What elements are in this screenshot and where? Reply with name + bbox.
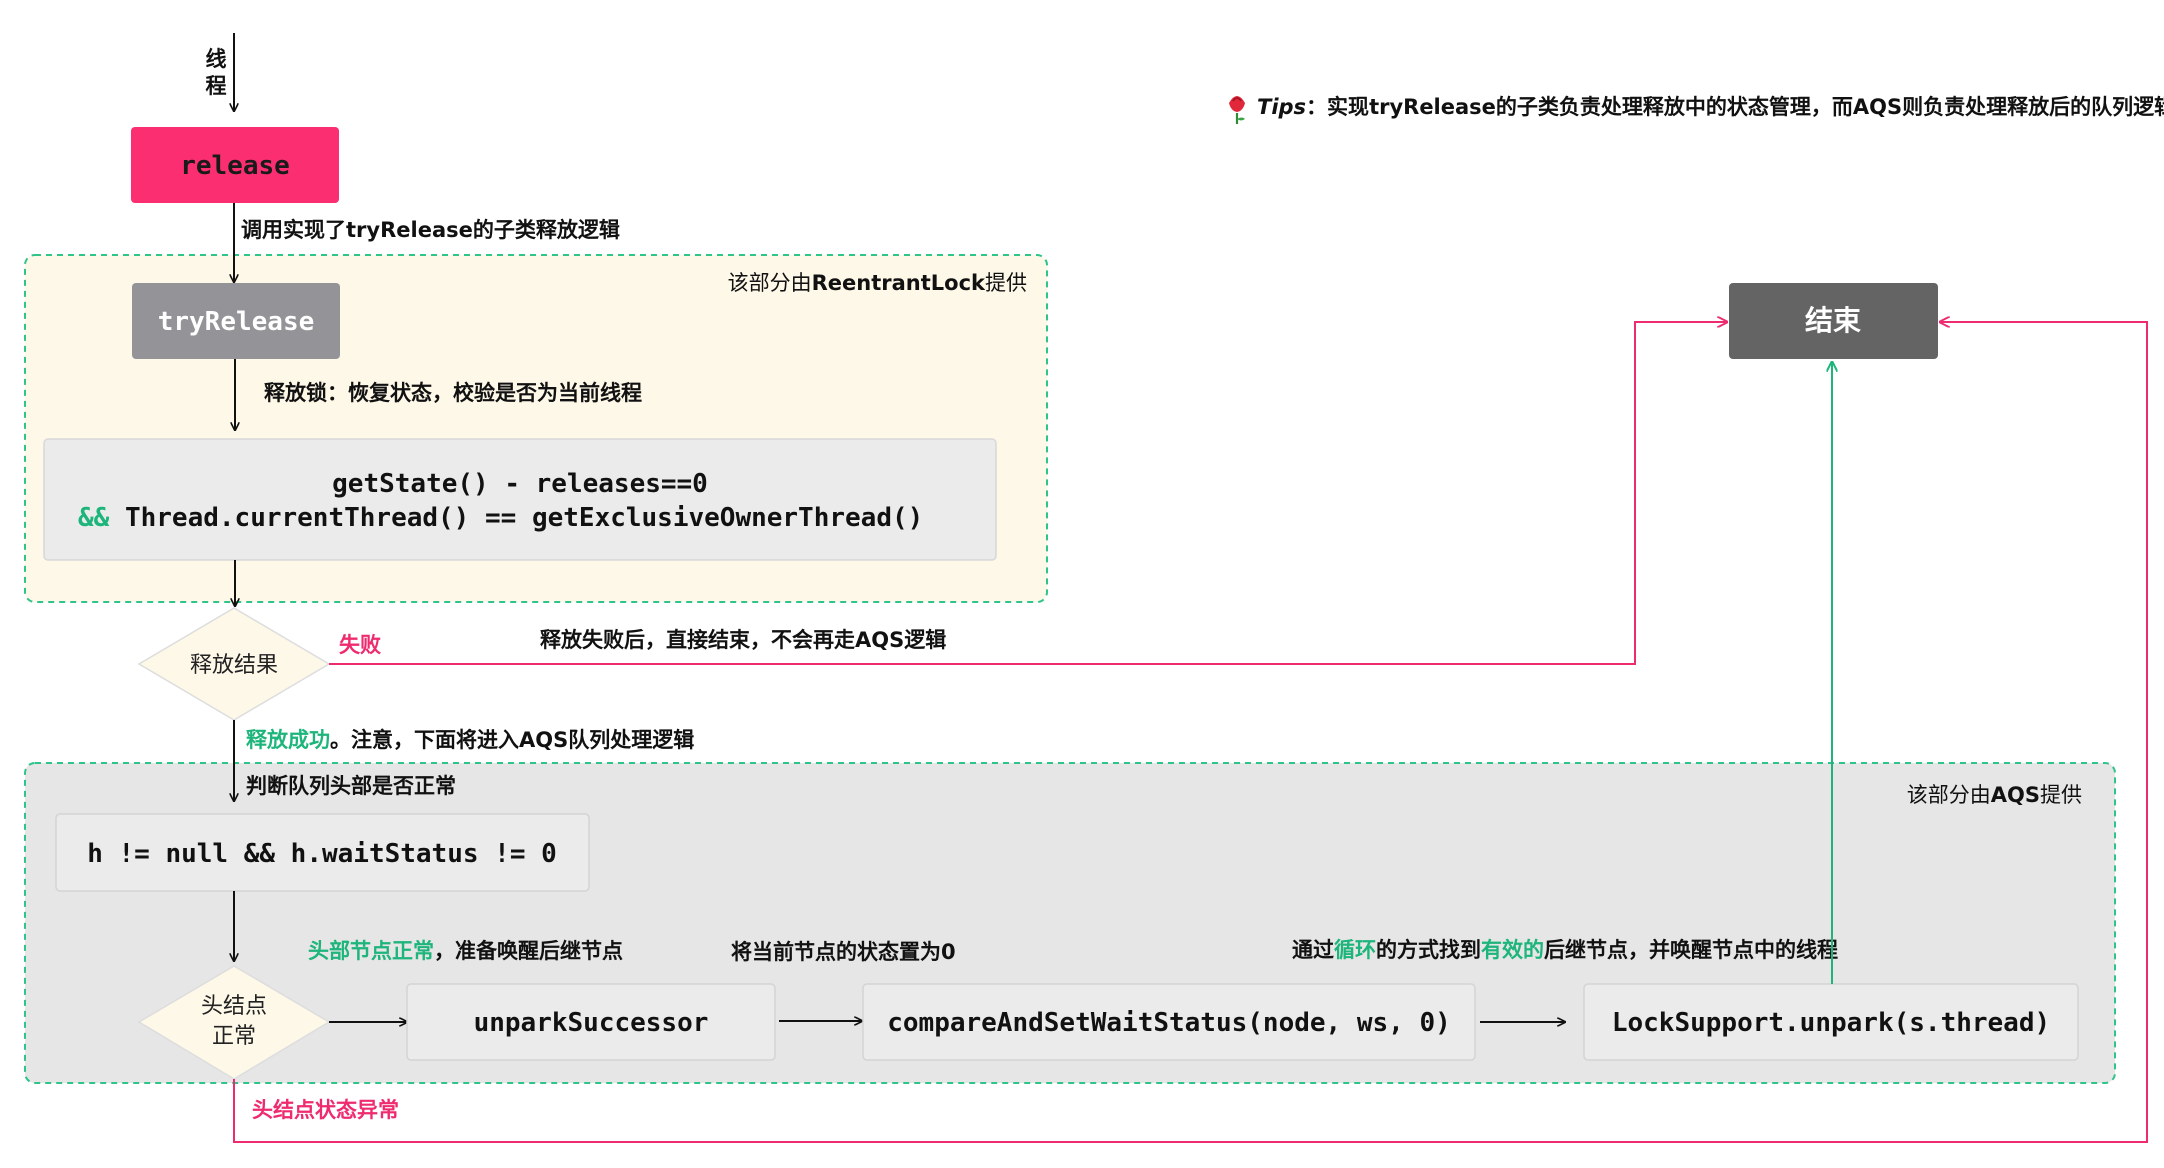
thread-label-line1: 线: [206, 47, 227, 71]
aqs-region-caption: 该部分由AQS提供: [1907, 783, 2082, 807]
unpark-successor-label: unparkSuccessor: [474, 1008, 709, 1038]
head-normal-line1: 头结点: [201, 994, 267, 1019]
locksupport-unpark-label: LockSupport.unpark(s.thread): [1612, 1008, 2050, 1038]
release-node: [131, 127, 339, 203]
state-condition-line1: getState() - releases==0: [332, 469, 708, 499]
head-abnormal-to-end-arrow: [233, 322, 2148, 1143]
loop-find-label: 通过循环的方式找到有效的后继节点，并唤醒节点中的线程: [1292, 938, 1838, 962]
head-normal-line2: 正常: [212, 1024, 256, 1049]
tips-text: Tips：实现tryRelease的子类负责处理释放中的状态管理，而AQS则负责…: [1257, 95, 2164, 119]
compare-and-set-node: [862, 983, 1476, 1061]
set-zero-label: 将当前节点的状态置为0: [731, 940, 956, 964]
queue-head-check-box: [55, 813, 590, 892]
fail-description: 释放失败后，直接结束，不会再走AQS逻辑: [540, 628, 946, 652]
release-lock-label: 释放锁：恢复状态，校验是否为当前线程: [264, 381, 642, 405]
success-label: 释放成功。注意，下面将进入AQS队列处理逻辑: [246, 728, 694, 752]
state-condition-box: [43, 438, 997, 561]
release-result-label: 释放结果: [190, 653, 278, 678]
fail-to-end-arrow: [329, 322, 1727, 665]
end-node: [1729, 283, 1938, 359]
tryrelease-node: [132, 283, 340, 359]
call-tryrelease-label: 调用实现了tryRelease的子类释放逻辑: [241, 218, 620, 242]
head-abnormal-label: 头结点状态异常: [252, 1098, 399, 1122]
rose-icon: [1229, 96, 1245, 124]
tryrelease-node-label: tryRelease: [158, 307, 315, 337]
end-node-label: 结束: [1805, 304, 1861, 337]
fail-label: 失败: [339, 633, 381, 657]
queue-head-check-label: h != null && h.waitStatus != 0: [87, 839, 557, 869]
state-condition-line2: && Thread.currentThread() == getExclusiv…: [78, 503, 923, 533]
head-ok-label: 头部节点正常，准备唤醒后继节点: [308, 939, 623, 963]
release-node-label: release: [180, 151, 290, 181]
compare-and-set-label: compareAndSetWaitStatus(node, ws, 0): [887, 1008, 1451, 1038]
check-head-label: 判断队列头部是否正常: [246, 774, 456, 798]
unpark-successor-node: [406, 983, 776, 1061]
thread-label-line2: 程: [206, 74, 227, 98]
reentrantlock-region-caption: 该部分由ReentrantLock提供: [728, 271, 1027, 295]
